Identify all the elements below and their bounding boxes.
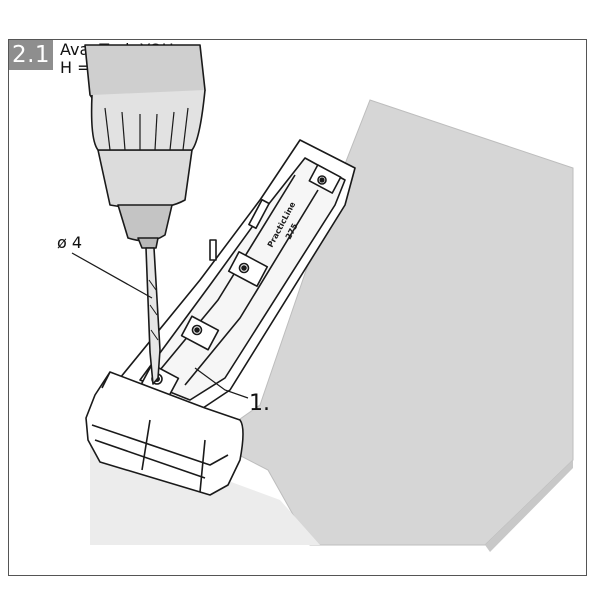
board-top-face: [209, 99, 574, 546]
drill-size-leader: [71, 252, 153, 299]
step-one-leader: [194, 367, 249, 399]
drill-chuck: [97, 149, 193, 210]
drill-diameter-label: ø 4: [57, 233, 83, 252]
drilling-jig-icon: [85, 139, 356, 496]
drill-icon: [84, 44, 206, 385]
drill-bit: [145, 247, 161, 385]
step-one-label: 1.: [249, 391, 270, 416]
figure-frame: [8, 39, 587, 576]
board-end-face: [485, 460, 573, 552]
jig-end-stop: [85, 371, 244, 496]
step-number-badge: 2.1: [9, 40, 53, 70]
drill-chuck-tip: [117, 204, 173, 242]
jig-hole-pads: [140, 164, 342, 399]
